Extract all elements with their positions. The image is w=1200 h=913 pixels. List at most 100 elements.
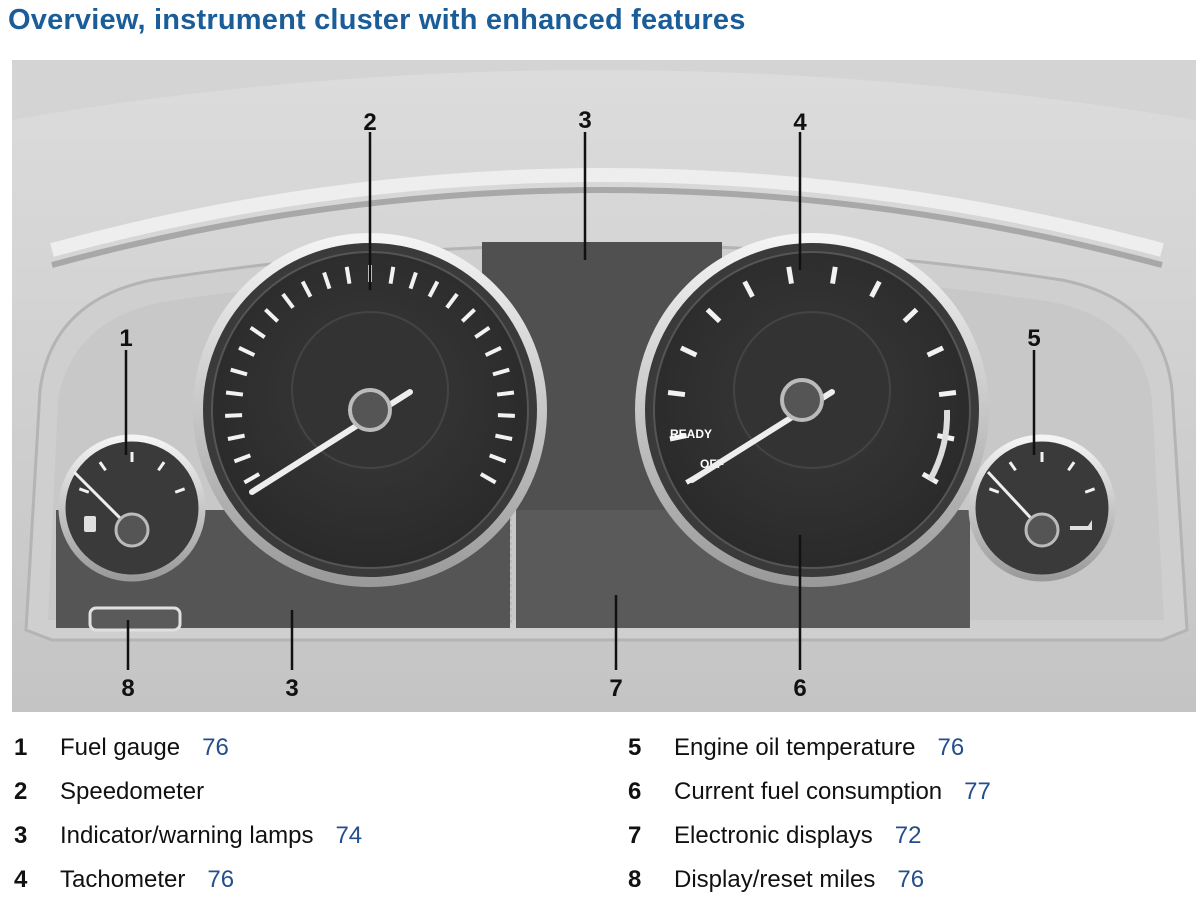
oil-can-icon [1070, 520, 1092, 530]
legend-item: 1 Fuel gauge 76 [14, 728, 229, 768]
gauge-tick [264, 308, 280, 323]
shroud-rim [50, 168, 1164, 257]
gauge-tick [388, 266, 396, 284]
gauge-tick [233, 453, 252, 464]
legend-item: 4 Tachometer 76 [14, 860, 234, 900]
page-reference[interactable]: 76 [207, 866, 235, 893]
legend-label: Display/reset miles [674, 866, 876, 893]
callout-8: 8 [121, 675, 134, 702]
fuel-gauge-hub [114, 512, 150, 548]
tachometer-redzone [927, 409, 951, 482]
gauge-tick [484, 346, 502, 357]
page-title: Overview, instrument cluster with enhanc… [8, 4, 746, 36]
page-reference[interactable]: 76 [202, 734, 229, 761]
callout-6: 6 [793, 675, 806, 702]
gauge-tick [679, 345, 698, 358]
gauge-tick [238, 346, 256, 357]
gauge-tick [1084, 487, 1096, 494]
page-reference[interactable]: 77 [964, 778, 991, 805]
gauge-tick [98, 461, 107, 472]
tachometer-hub [780, 378, 824, 422]
gauge-tick [786, 266, 794, 285]
legend-item: 8 Display/reset miles 76 [628, 860, 924, 900]
gauge-tick [742, 280, 755, 298]
legend-item: 3 Indicator/warning lamps 74 [14, 816, 362, 856]
gauge-tick [667, 390, 686, 398]
gauge-tick [460, 308, 476, 323]
speedometer [193, 233, 547, 587]
gauge-tick [495, 433, 513, 441]
instrument-cluster-figure: READY OFF 1 2 3 3 4 5 6 7 8 [12, 60, 1196, 712]
legend-number: 2 [14, 778, 28, 805]
gauge-tick [225, 413, 243, 418]
gauge-tick [479, 472, 497, 485]
gauge-tick [322, 271, 332, 290]
gauge-tick [243, 472, 261, 485]
gauge-tick [408, 271, 418, 290]
legend-number: 5 [628, 734, 642, 761]
gauge-tick [988, 487, 1000, 494]
legend-item: 7 Electronic displays 72 [628, 816, 921, 856]
oil-temperature-gauge [968, 434, 1116, 582]
gauge-tick [157, 461, 166, 472]
gauge-tick [1067, 461, 1076, 472]
gauge-tick [497, 413, 515, 418]
shroud-rim-shadow [51, 187, 1163, 268]
page-reference[interactable]: 72 [894, 822, 922, 849]
gauge-tick [230, 367, 248, 377]
trip-reset-button [88, 606, 182, 632]
legend-number: 4 [14, 866, 28, 893]
legend-label: Tachometer [60, 866, 186, 893]
gauge-tick [669, 433, 688, 442]
gauge-tick [1008, 461, 1017, 472]
page-reference[interactable]: 76 [937, 734, 965, 761]
tachometer-ready-label: READY [670, 427, 712, 441]
gauge-tick [225, 390, 244, 397]
oil-gauge-hub [1024, 512, 1060, 548]
speedometer-hub [348, 388, 392, 432]
gauge-tick [174, 487, 186, 494]
legend-number: 8 [628, 866, 642, 893]
legend-label: Indicator/warning lamps [60, 822, 314, 849]
gauge-tick [227, 433, 245, 441]
gauge-tick [445, 292, 459, 309]
gauge-tick [249, 325, 266, 339]
callout-1: 1 [119, 325, 132, 352]
gauge-tick [830, 266, 838, 285]
gauge-tick [344, 266, 352, 284]
speedometer-ticks [225, 265, 515, 485]
legend-number: 1 [14, 734, 28, 761]
fuel-gauge-bezel [58, 434, 206, 582]
gauge-tick [474, 325, 491, 339]
gauge-tick [78, 487, 90, 494]
callout-3-bottom: 3 [285, 675, 298, 702]
page-reference[interactable]: 74 [335, 822, 363, 849]
callout-7: 7 [609, 675, 622, 702]
tachometer: READY OFF [635, 233, 989, 587]
callout-4: 4 [793, 109, 807, 136]
legend-number: 3 [14, 822, 28, 849]
legend-item: 5 Engine oil temperature 76 [628, 728, 964, 768]
oil-gauge-bezel [968, 434, 1116, 582]
legend-number: 6 [628, 778, 642, 805]
gauge-tick [705, 307, 722, 324]
page-reference[interactable]: 76 [897, 866, 925, 893]
callout-5: 5 [1027, 325, 1040, 352]
gauge-tick [926, 345, 945, 358]
gauge-tick [492, 367, 510, 377]
legend-label: Electronic displays [674, 822, 873, 849]
callout-3-top: 3 [578, 107, 591, 134]
legend-number: 7 [628, 822, 642, 849]
gauge-tick [938, 390, 957, 398]
gauge-tick [300, 280, 313, 298]
gauge-tick [427, 280, 440, 298]
gauge-tick [281, 292, 295, 309]
fuel-pump-icon [84, 516, 96, 532]
legend-label: Engine oil temperature [674, 734, 916, 761]
oil-gauge-ticks [988, 452, 1096, 494]
gauge-tick [902, 307, 919, 324]
gauge-tick [869, 280, 882, 298]
legend-label: Fuel gauge [60, 734, 181, 761]
